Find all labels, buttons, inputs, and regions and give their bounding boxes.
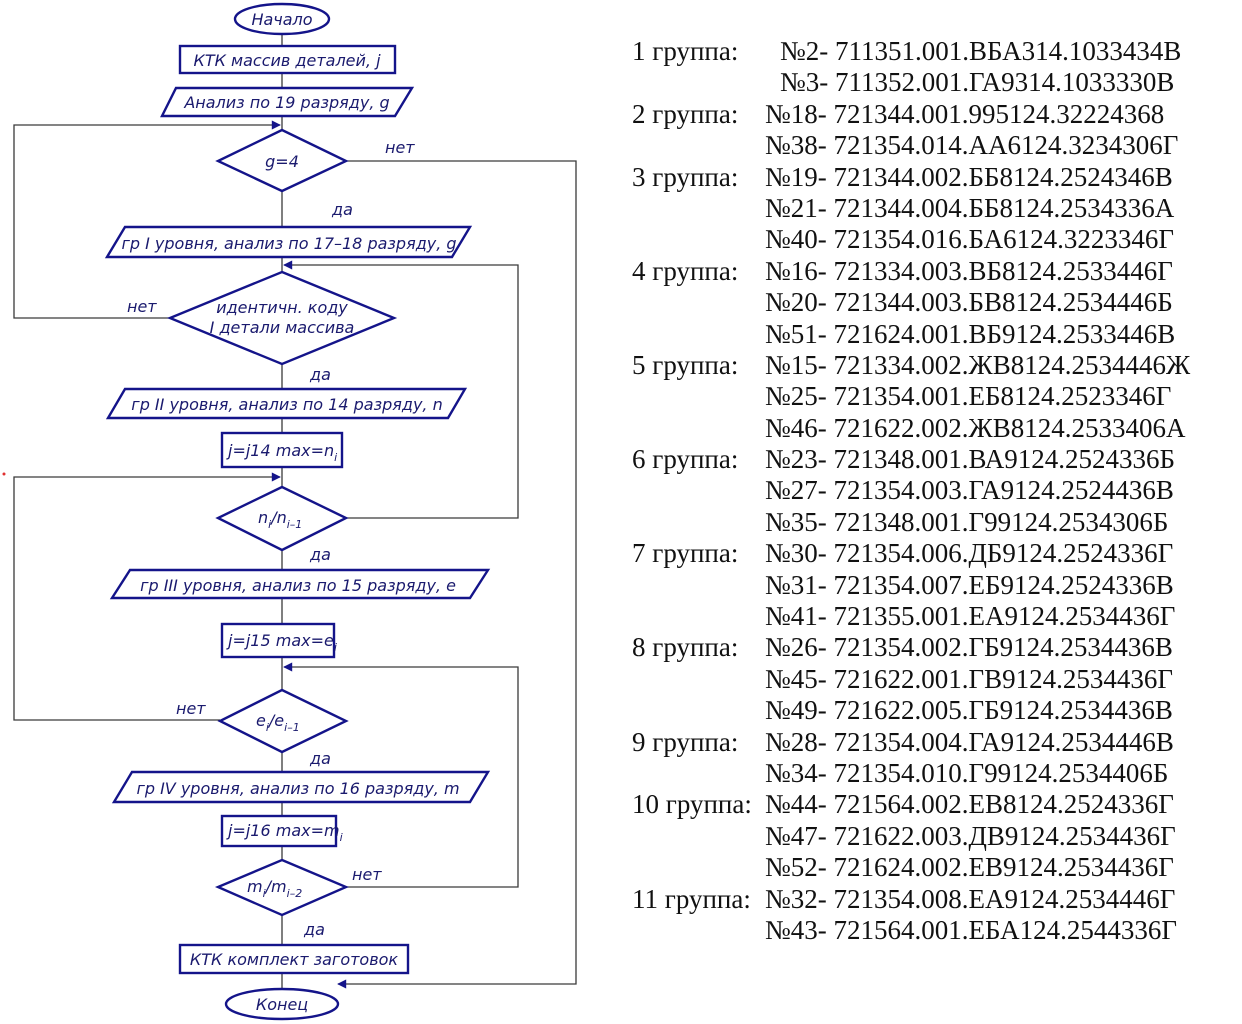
group-label: 6 группа: xyxy=(632,444,739,475)
no-label-g: нет xyxy=(385,138,415,157)
end-terminator xyxy=(224,987,340,1021)
group-item: №32- 721354.008.ЕА9124.2534446Г xyxy=(765,883,1176,914)
group-item: №52- 721624.002.ЕВ9124.2534436Г xyxy=(765,852,1174,883)
group-item: №26- 721354.002.ГБ9124.2534436В xyxy=(765,632,1173,663)
group-label: 1 группа: xyxy=(632,36,739,66)
input-label: КТК массив деталей, j xyxy=(193,51,381,70)
flowchart: Начало КТК массив деталей, j Анализ по 1… xyxy=(2,2,577,1021)
loop-e-no xyxy=(13,472,281,721)
analysis19-label: Анализ по 19 разряду, g xyxy=(183,93,389,112)
group-item: №25- 721354.001.ЕБ8124.2523346Г xyxy=(765,381,1172,412)
level2-block xyxy=(105,387,468,420)
group-label: 5 группа: xyxy=(632,349,739,380)
group-item: №49- 721622.005.ГБ9124.2534436В xyxy=(765,695,1173,726)
loop-ident-no xyxy=(13,120,281,319)
assign15-block xyxy=(220,622,336,659)
level2-label: гр II уровня, анализ по 14 разряду, n xyxy=(131,395,442,414)
group-item: №41- 721355.001.ЕА9124.2534436Г xyxy=(765,601,1176,632)
group-item: №18- 721344.001.995124.32224368 xyxy=(765,98,1165,129)
decision-g xyxy=(215,128,349,193)
no-label-m: нет xyxy=(352,865,382,884)
group-item: №21- 721344.004.ББ8124.2534336А xyxy=(765,192,1175,223)
decision-m-label: mi/mi–2 xyxy=(247,877,302,900)
group-item: №34- 721354.010.Г99124.2534406Б xyxy=(765,757,1169,788)
input-block xyxy=(178,44,397,75)
decision-e-label: ei/ei–1 xyxy=(256,711,300,734)
group-item: №20- 721344.003.БВ8124.2534446Б xyxy=(765,287,1173,318)
decision-m xyxy=(214,858,350,917)
output-block xyxy=(178,943,410,975)
group-label: 8 группа: xyxy=(632,632,739,663)
yes-label-ident: да xyxy=(309,365,331,384)
group-item: №28- 721354.004.ГА9124.2534446В xyxy=(765,726,1174,757)
group-label: 2 группа: xyxy=(632,98,739,129)
group-item: №40- 721354.016.БА6124.3223346Г xyxy=(765,224,1175,255)
group-item: №44- 721564.002.ЕВ8124.2524336Г xyxy=(765,789,1174,820)
loop-m xyxy=(283,662,519,888)
loop-n xyxy=(283,260,519,519)
analysis19-block xyxy=(160,86,415,118)
start-terminator xyxy=(233,2,331,36)
group-item: №43- 721564.001.ЕБА124.2544336Г xyxy=(765,914,1178,945)
start-label: Начало xyxy=(251,10,312,29)
yes-label-e: да xyxy=(309,749,331,768)
group-item: №38- 721354.014.АА6124.3234306Г xyxy=(765,130,1179,161)
level4-label: гр IV уровня, анализ по 16 разряду, m xyxy=(136,779,459,798)
group-label: 7 группа: xyxy=(632,538,739,569)
group-label: 11 группа: xyxy=(632,883,751,914)
group-item: №23- 721348.001.ВА9124.2524336Б xyxy=(765,444,1176,475)
assign16-label: j=j16 max=mi xyxy=(226,821,343,844)
group-label: 4 группа: xyxy=(632,255,739,286)
decision-ident xyxy=(166,270,398,366)
assign15-label: j=j15 max=ei xyxy=(226,631,337,654)
level3-label: гр III уровня, анализ по 15 разряду, e xyxy=(140,576,456,595)
group-item: №51- 721624.001.ВБ9124.2533446В xyxy=(765,318,1176,349)
group-item: №16- 721334.003.ВБ8124.2533446Г xyxy=(765,255,1173,286)
decision-g-label: g=4 xyxy=(265,152,299,171)
loop-g-no xyxy=(337,160,577,989)
level1-label: гр I уровня, анализ по 17–18 разряду, g xyxy=(121,234,456,253)
decision-e xyxy=(217,688,349,754)
group-item: №2- 711351.001.ВБА314.1033434В xyxy=(780,36,1182,66)
yes-label-g: да xyxy=(331,200,353,219)
assign14-label: j=j14 max=ni xyxy=(226,441,337,464)
yes-label-n: да xyxy=(309,545,331,564)
end-label: Конец xyxy=(256,995,308,1014)
group-item: №19- 721344.002.ББ8124.2524346В xyxy=(765,161,1173,192)
decision-n-label: ni/ni–1 xyxy=(258,508,302,531)
group-label: 9 группа: xyxy=(632,726,739,757)
group-item: №46- 721622.002.ЖВ8124.2533406А xyxy=(765,412,1186,443)
yes-label-m: да xyxy=(303,920,325,939)
connectors xyxy=(13,34,577,990)
group-item: №31- 721354.007.ЕБ9124.2524336В xyxy=(765,569,1174,600)
red-dot-mark xyxy=(2,472,6,476)
group-label: 10 группа: xyxy=(632,789,752,820)
group-item: №30- 721354.006.ДБ9124.2524336Г xyxy=(765,538,1174,569)
group-item: №47- 721622.003.ДВ9124.2534436Г xyxy=(765,820,1176,851)
no-label-ident: нет xyxy=(127,297,157,316)
level1-block xyxy=(104,225,473,259)
assign14-block xyxy=(220,431,344,469)
group-item: №45- 721622.001.ГВ9124.2534436Г xyxy=(765,663,1173,694)
decision-ident-line1: идентичн. коду xyxy=(216,298,348,317)
level3-block xyxy=(109,568,491,600)
decision-n xyxy=(215,485,349,552)
group-item: №27- 721354.003.ГА9124.2524436В xyxy=(765,475,1174,506)
group-label: 3 группа: xyxy=(632,161,739,192)
group-item: №3- 711352.001.ГА9314.1033330В xyxy=(780,67,1175,98)
decision-ident-line2: I детали массива xyxy=(210,318,355,337)
output-label: КТК комплект заготовок xyxy=(190,950,399,969)
no-label-e: нет xyxy=(176,699,206,718)
level4-block xyxy=(111,770,491,804)
assign16-block xyxy=(220,814,338,848)
group-item: №35- 721348.001.Г99124.2534306Б xyxy=(765,506,1169,537)
group-item: №15- 721334.002.ЖВ8124.2534446Ж xyxy=(765,349,1191,380)
